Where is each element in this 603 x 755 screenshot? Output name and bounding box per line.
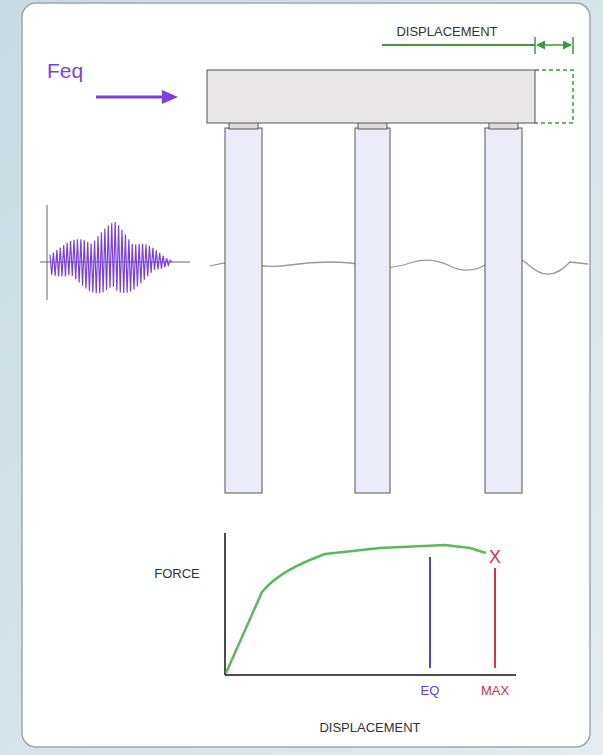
force-arrowhead [162, 90, 178, 104]
eq-label: EQ [421, 684, 440, 697]
failure-mark: X [489, 548, 501, 566]
displacement-line [382, 44, 535, 46]
chart-axis [225, 674, 516, 676]
ground-line [210, 256, 588, 274]
max-label: MAX [481, 684, 509, 697]
axis-label: DISPLACEMENT [319, 721, 420, 734]
seismogram-axis [47, 205, 48, 300]
displacement-arrow [537, 44, 571, 46]
displacement-label: DISPLACEMENT [396, 25, 497, 38]
eq-marker-line [429, 557, 431, 668]
max-marker-line [494, 568, 496, 668]
displacement-tick [534, 37, 536, 54]
seismogram-trace [50, 222, 172, 293]
pier-column [225, 128, 262, 493]
pier-column [355, 128, 390, 493]
force-label: Feq [47, 60, 83, 81]
force-curve [226, 545, 486, 673]
pier-column [485, 128, 522, 493]
displacement-tick [572, 37, 574, 54]
panel [22, 3, 590, 747]
axis-label: FORCE [154, 567, 200, 580]
displaced-outline [535, 70, 573, 123]
seismogram [50, 222, 172, 293]
chart-axis [224, 533, 226, 675]
bridge-deck [207, 70, 535, 123]
force-arrow [96, 96, 164, 99]
